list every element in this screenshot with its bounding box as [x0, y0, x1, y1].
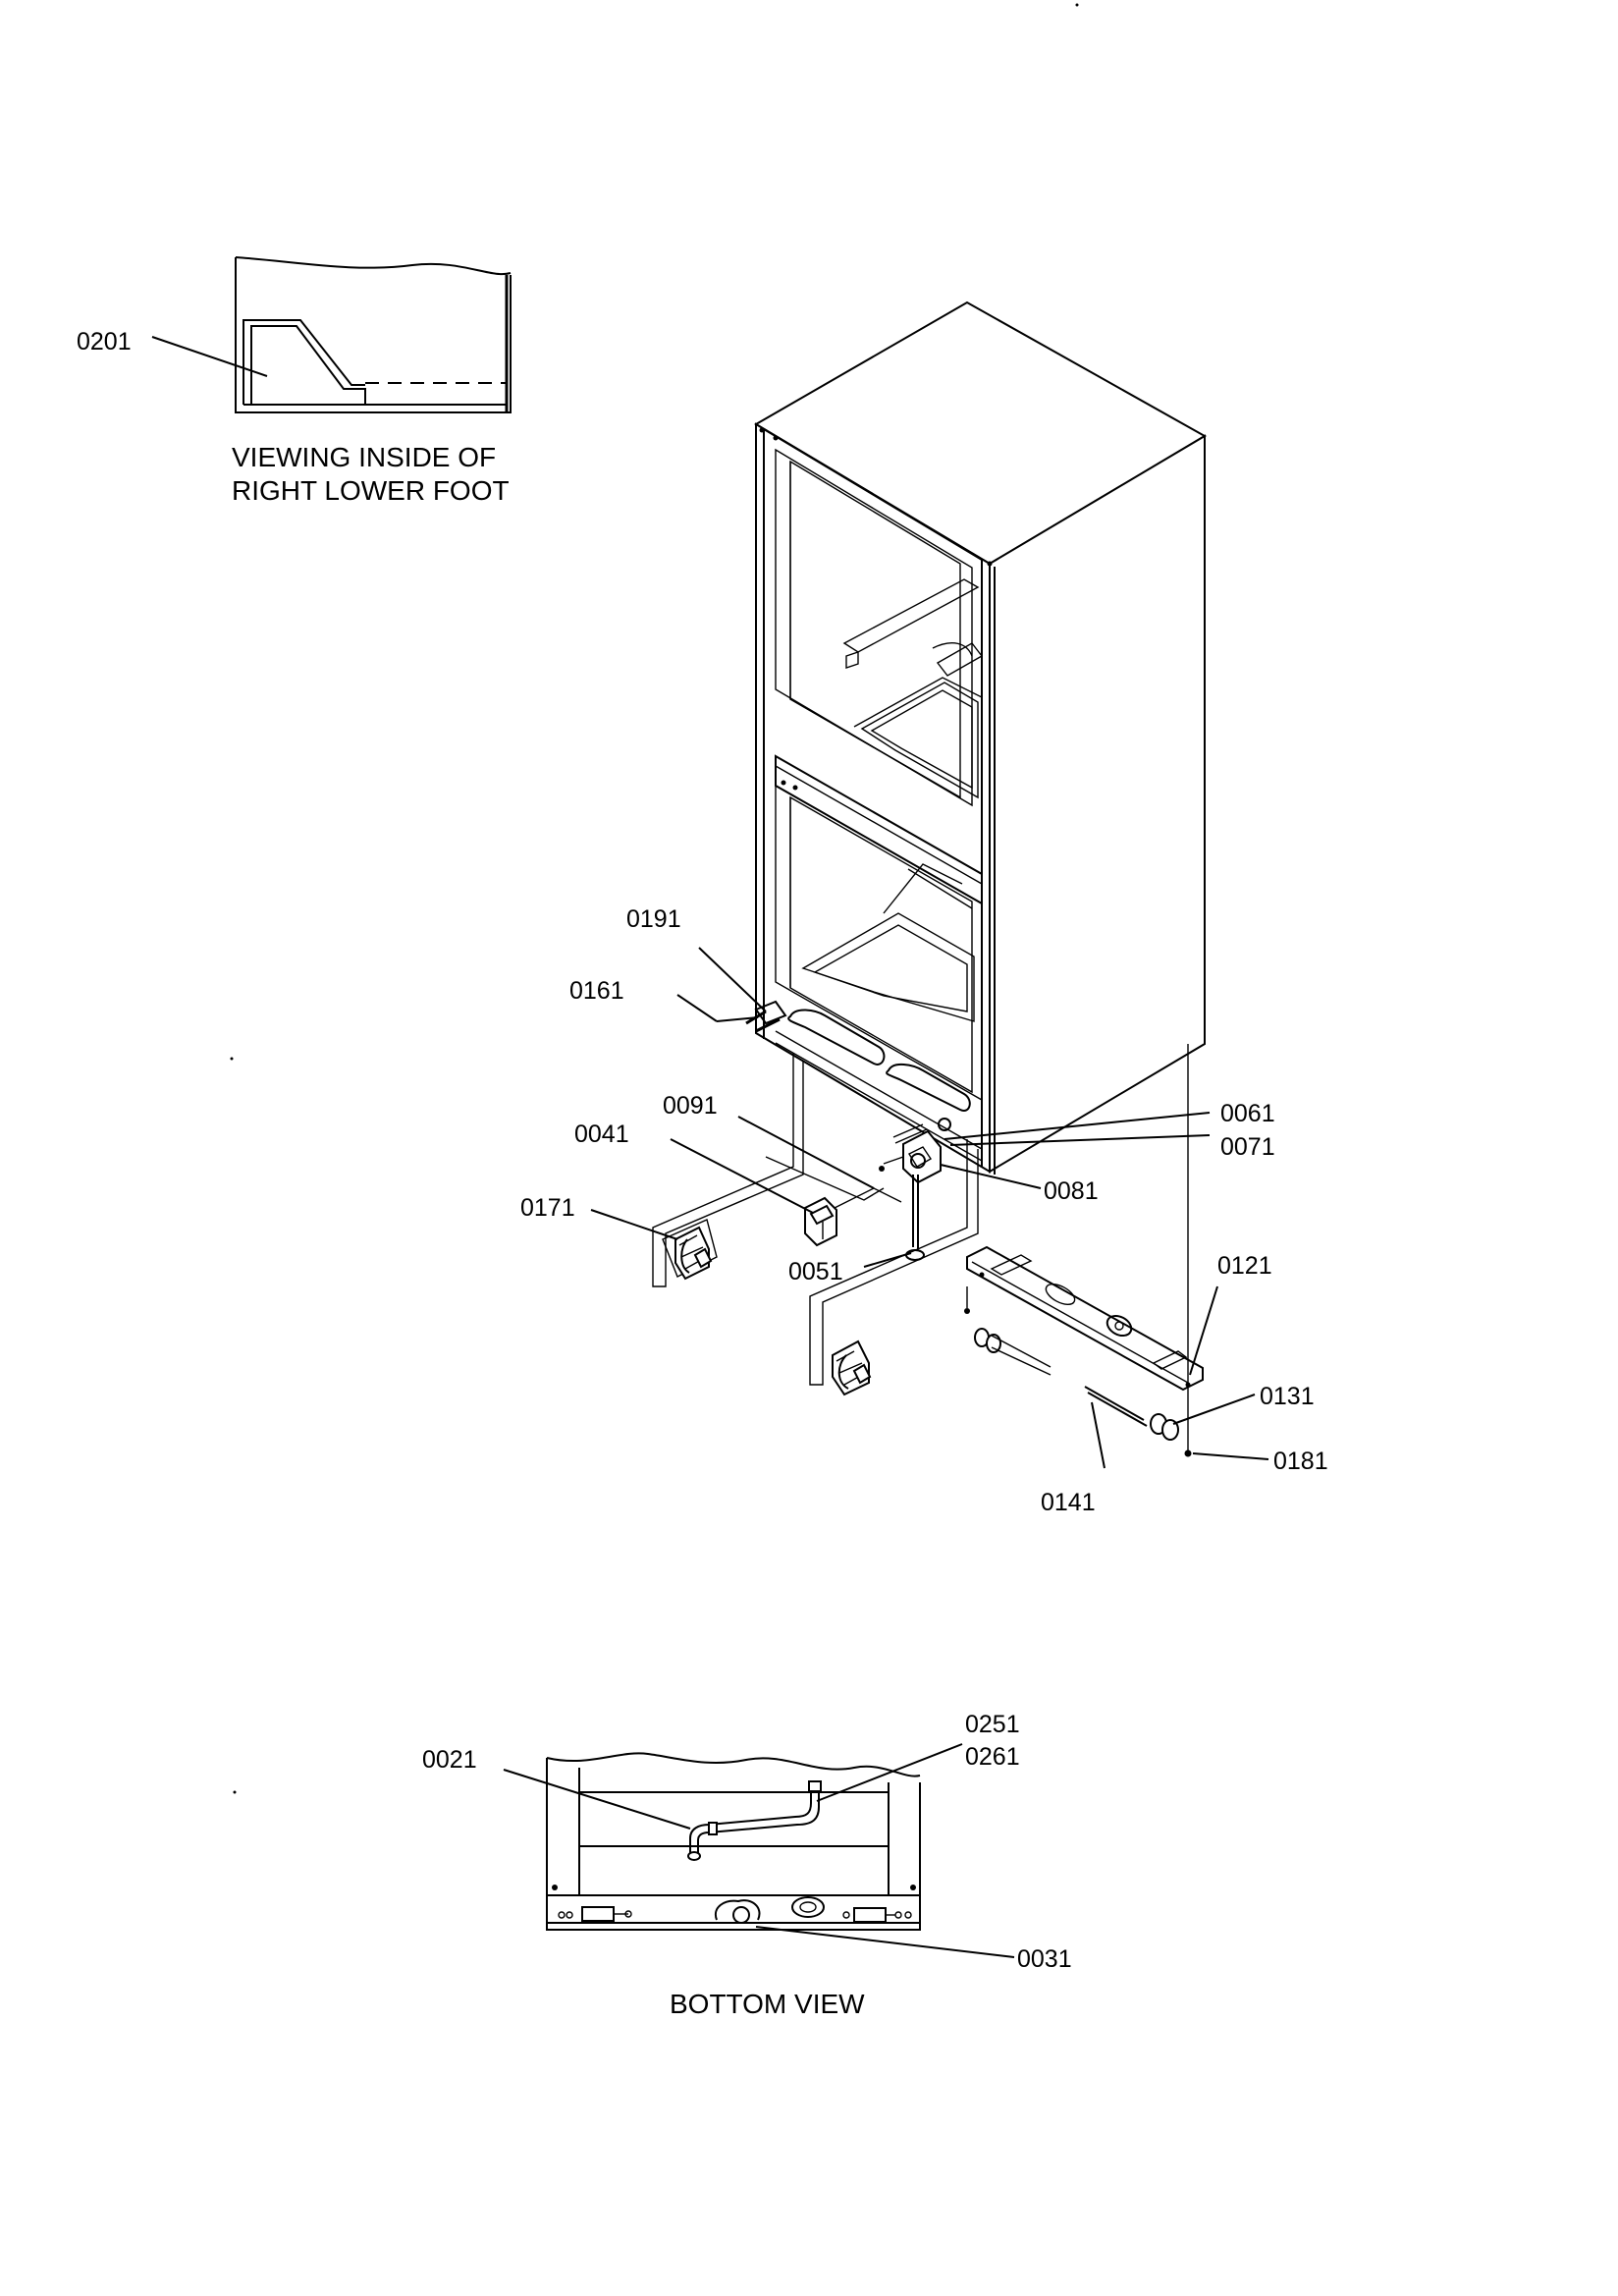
leader-0201: [151, 336, 268, 377]
callout-0071: 0071: [1220, 1133, 1275, 1161]
roller-0131: [1150, 1413, 1179, 1441]
callout-0021: 0021: [422, 1746, 477, 1774]
callout-leaders: [590, 947, 1269, 1469]
bottom-view-caption: BOTTOM VIEW: [670, 1989, 865, 2019]
callout-0201: 0201: [77, 328, 132, 355]
inset-caption-line1: VIEWING INSIDE OF: [232, 442, 496, 472]
drain-tube: [687, 1780, 822, 1861]
inset-right-lower-foot: 0201 VIEWING INSIDE OF RIGHT LOWER FOOT: [77, 256, 512, 506]
callout-0091: 0091: [663, 1092, 718, 1120]
refrigerator-cabinet: [754, 301, 1207, 1175]
callout-0261: 0261: [965, 1743, 1020, 1771]
grille-rod-left: [974, 1328, 1052, 1376]
toe-grille-panel: [966, 1245, 1204, 1392]
callout-0031: 0031: [1017, 1945, 1072, 1973]
cabinet-side-face: [989, 434, 1206, 1174]
bottom-rail-features: [558, 1896, 912, 1924]
hinge-pin-part: [754, 1000, 787, 1025]
callout-0041: 0041: [574, 1121, 629, 1148]
callout-0081: 0081: [1044, 1177, 1099, 1205]
callout-0051: 0051: [788, 1258, 843, 1285]
callout-0131: 0131: [1260, 1383, 1315, 1410]
clip-0041: [804, 1196, 837, 1247]
callout-0061: 0061: [1220, 1100, 1275, 1127]
callout-0191: 0191: [626, 905, 681, 933]
callout-0141: 0141: [1041, 1489, 1096, 1516]
callout-0121: 0121: [1217, 1252, 1272, 1280]
callout-0161: 0161: [569, 977, 624, 1005]
callout-0171: 0171: [520, 1194, 575, 1222]
inset-caption-line2: RIGHT LOWER FOOT: [232, 475, 510, 506]
roller-bracket-left: [674, 1226, 713, 1281]
inset-bottom-view: 0021 0251 0261 0031 BOTTOM VIEW: [422, 1711, 1072, 2019]
grille-rod-right: [1084, 1386, 1148, 1427]
roller-bracket-right: [832, 1339, 872, 1396]
lower-hardware: [652, 1000, 1204, 1457]
callout-0251: 0251: [965, 1711, 1020, 1738]
callout-0181: 0181: [1273, 1448, 1328, 1475]
callout-labels: 0191 0161 0091 0041 0171 0061 0071 0081 …: [520, 905, 1328, 1516]
